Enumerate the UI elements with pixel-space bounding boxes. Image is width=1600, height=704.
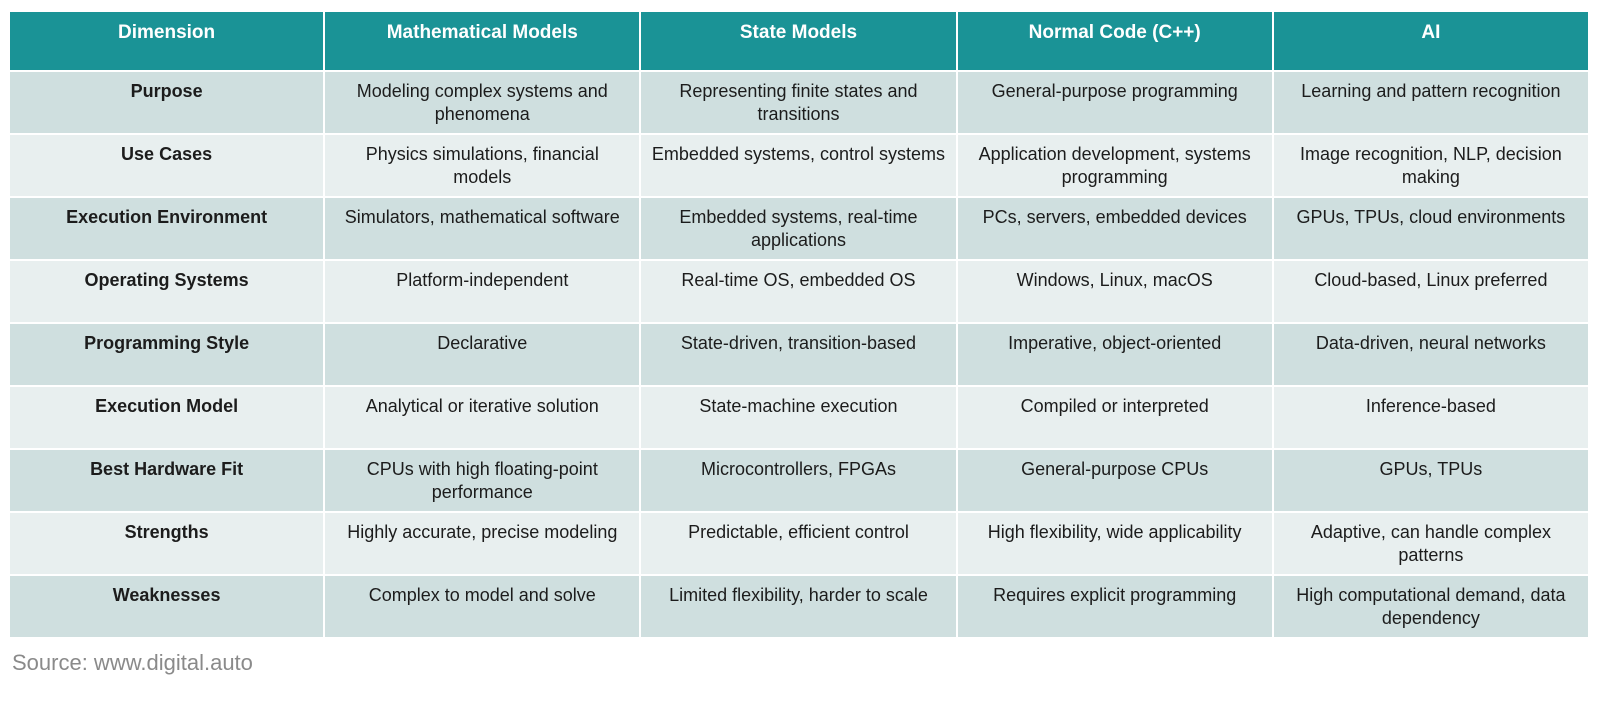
table-cell: Image recognition, NLP, decision making [1273, 135, 1588, 196]
table-cell: Embedded systems, control systems [641, 135, 956, 196]
comparison-table: Dimension Mathematical Models State Mode… [8, 10, 1590, 639]
table-cell: Windows, Linux, macOS [957, 261, 1272, 322]
table-cell: Physics simulations, financial models [325, 135, 640, 196]
table-cell: Microcontrollers, FPGAs [641, 450, 956, 511]
table-cell: State-machine execution [641, 387, 956, 448]
header-cell-normal-code: Normal Code (C++) [957, 12, 1272, 70]
table-cell: General-purpose CPUs [957, 450, 1272, 511]
row-dimension-cell: Execution Model [10, 387, 324, 448]
table-cell: Platform-independent [325, 261, 640, 322]
row-dimension-cell: Execution Environment [10, 198, 324, 259]
table-cell: General-purpose programming [957, 72, 1272, 133]
table-cell: GPUs, TPUs, cloud environments [1273, 198, 1588, 259]
table-cell: Highly accurate, precise modeling [325, 513, 640, 574]
row-dimension-cell: Purpose [10, 72, 324, 133]
row-dimension-cell: Strengths [10, 513, 324, 574]
header-cell-state-models: State Models [641, 12, 956, 70]
table-cell: Data-driven, neural networks [1273, 324, 1588, 385]
table-cell: Modeling complex systems and phenomena [325, 72, 640, 133]
table-cell: High flexibility, wide applicability [957, 513, 1272, 574]
table-cell: Declarative [325, 324, 640, 385]
table-cell: Complex to model and solve [325, 576, 640, 637]
header-cell-ai: AI [1273, 12, 1588, 70]
table-row: Execution Environment Simulators, mathem… [10, 198, 1588, 259]
table-cell: PCs, servers, embedded devices [957, 198, 1272, 259]
table-cell: Simulators, mathematical software [325, 198, 640, 259]
table-cell: Predictable, efficient control [641, 513, 956, 574]
table-cell: High computational demand, data dependen… [1273, 576, 1588, 637]
table-row: Purpose Modeling complex systems and phe… [10, 72, 1588, 133]
table-cell: CPUs with high floating-point performanc… [325, 450, 640, 511]
table-cell: Representing finite states and transitio… [641, 72, 956, 133]
table-row: Best Hardware Fit CPUs with high floatin… [10, 450, 1588, 511]
row-dimension-cell: Operating Systems [10, 261, 324, 322]
table-row: Use Cases Physics simulations, financial… [10, 135, 1588, 196]
table-cell: Cloud-based, Linux preferred [1273, 261, 1588, 322]
table-cell: Requires explicit programming [957, 576, 1272, 637]
table-cell: Inference-based [1273, 387, 1588, 448]
table-cell: Application development, systems program… [957, 135, 1272, 196]
table-row: Operating Systems Platform-independent R… [10, 261, 1588, 322]
table-row: Weaknesses Complex to model and solve Li… [10, 576, 1588, 637]
table-header: Dimension Mathematical Models State Mode… [10, 12, 1588, 70]
comparison-table-container: Dimension Mathematical Models State Mode… [8, 10, 1590, 639]
table-cell: Imperative, object-oriented [957, 324, 1272, 385]
row-dimension-cell: Best Hardware Fit [10, 450, 324, 511]
row-dimension-cell: Use Cases [10, 135, 324, 196]
source-caption: Source: www.digital.auto [12, 650, 253, 675]
table-body: Purpose Modeling complex systems and phe… [10, 72, 1588, 637]
table-row: Strengths Highly accurate, precise model… [10, 513, 1588, 574]
header-row: Dimension Mathematical Models State Mode… [10, 12, 1588, 70]
table-cell: Limited flexibility, harder to scale [641, 576, 956, 637]
table-cell: Real-time OS, embedded OS [641, 261, 956, 322]
table-cell: Embedded systems, real-time applications [641, 198, 956, 259]
table-cell: GPUs, TPUs [1273, 450, 1588, 511]
header-cell-dimension: Dimension [10, 12, 324, 70]
table-row: Execution Model Analytical or iterative … [10, 387, 1588, 448]
table-cell: State-driven, transition-based [641, 324, 956, 385]
row-dimension-cell: Programming Style [10, 324, 324, 385]
header-cell-mathematical-models: Mathematical Models [325, 12, 640, 70]
table-row: Programming Style Declarative State-driv… [10, 324, 1588, 385]
table-cell: Learning and pattern recognition [1273, 72, 1588, 133]
table-cell: Compiled or interpreted [957, 387, 1272, 448]
table-cell: Adaptive, can handle complex patterns [1273, 513, 1588, 574]
table-cell: Analytical or iterative solution [325, 387, 640, 448]
row-dimension-cell: Weaknesses [10, 576, 324, 637]
